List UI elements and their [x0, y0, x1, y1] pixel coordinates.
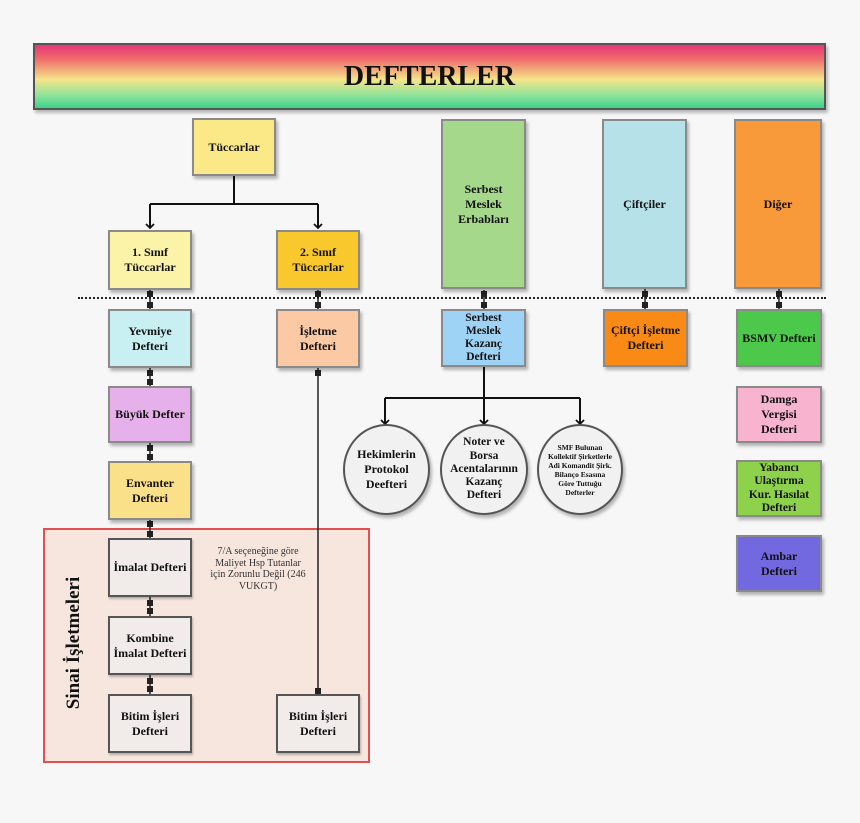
joint — [315, 370, 321, 376]
node-serbest-meslek-erbablari: Serbest Meslek Erbabları — [441, 119, 526, 289]
node-ciftci-isletme-defteri: Çiftçi İşletme Defteri — [603, 309, 688, 367]
joint — [481, 291, 487, 297]
joint — [147, 531, 153, 537]
node-bitim-isleri-defteri-1: Bitim İşleri Defteri — [108, 694, 192, 753]
joint — [147, 291, 153, 297]
joint — [147, 445, 153, 451]
joint — [147, 302, 153, 308]
node-envanter-defteri: Envanter Defteri — [108, 461, 192, 520]
joint — [481, 302, 487, 308]
joint — [315, 302, 321, 308]
node-bitim-isleri-defteri-2: Bitim İşleri Defteri — [276, 694, 360, 753]
node-sinif1-tuccarlar: 1. Sınıf Tüccarlar — [108, 230, 192, 290]
node-isletme-defteri: İşletme Defteri — [276, 309, 360, 368]
joint — [147, 521, 153, 527]
node-diger: Diğer — [734, 119, 822, 289]
maliyet-note: 7/A seçeneğine göre Maliyet Hsp Tutanlar… — [210, 546, 306, 592]
separator-line — [78, 297, 826, 299]
node-serbest-meslek-kazanc-defteri: Serbest Meslek Kazanç Defteri — [441, 309, 526, 367]
node-imalat-defteri: İmalat Defteri — [108, 538, 192, 597]
node-damga-vergisi-defteri: Damga Vergisi Defteri — [736, 386, 822, 443]
joint — [147, 454, 153, 460]
joint — [147, 678, 153, 684]
node-kombine-imalat-defteri: Kombine İmalat Defteri — [108, 616, 192, 675]
joint — [147, 686, 153, 692]
node-buyuk-defter: Büyük Defter — [108, 386, 192, 443]
joint — [315, 688, 321, 694]
node-noter-borsa-kazanc-defteri: Noter ve Borsa Acentalarının Kazanç Deft… — [440, 424, 528, 515]
joint — [147, 600, 153, 606]
joint — [147, 370, 153, 376]
node-hekimlerin-protokol-defteri: Hekimlerin Protokol Deefteri — [343, 424, 430, 515]
joint — [315, 291, 321, 297]
diagram-title: DEFTERLER — [33, 43, 826, 110]
node-tuccarlar: Tüccarlar — [192, 118, 276, 176]
joint — [642, 302, 648, 308]
joint — [776, 302, 782, 308]
node-smf-kollektif-defterler: SMF Bulunan Kollektif Şirketlerle Adi Ko… — [537, 424, 623, 515]
node-sinif2-tuccarlar: 2. Sınıf Tüccarlar — [276, 230, 360, 290]
joint — [642, 291, 648, 297]
joint — [147, 379, 153, 385]
node-ciftciler: Çiftçiler — [602, 119, 687, 289]
joint — [147, 608, 153, 614]
node-bsmv-defteri: BSMV Defteri — [736, 309, 822, 367]
node-yevmiye-defteri: Yevmiye Defteri — [108, 309, 192, 368]
joint — [776, 291, 782, 297]
node-ambar-defteri: Ambar Defteri — [736, 535, 822, 592]
node-yabanci-ulastirma-defteri: Yabancı Ulaştırma Kur. Hasılat Defteri — [736, 460, 822, 517]
